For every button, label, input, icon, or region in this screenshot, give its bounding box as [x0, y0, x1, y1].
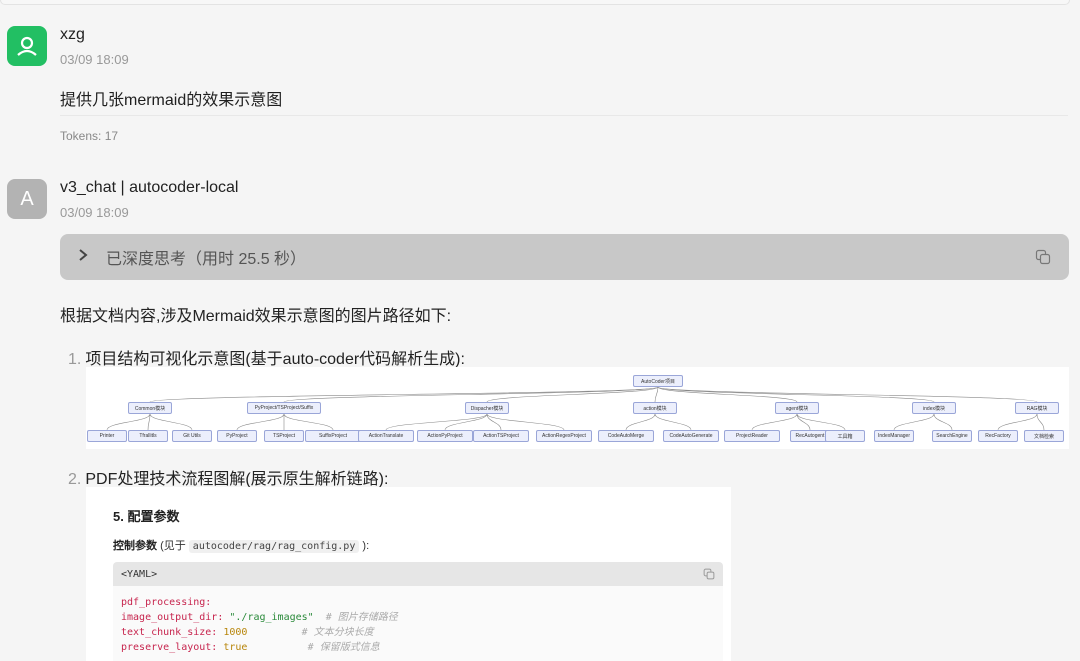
config-sub-close: ): [362, 540, 370, 552]
config-path: autocoder/rag/rag_config.py [188, 540, 360, 553]
list-item-2: 2.PDF处理技术流程图解(展示原生解析链路): [68, 465, 388, 489]
diagram-edge [149, 386, 659, 403]
diagram-connectors [106, 386, 1045, 431]
diagram-node: CodeAutoGenerate [663, 430, 719, 442]
diagram-node: RecAutogent [790, 430, 830, 442]
diagram-node: ActionRegexProject [536, 430, 592, 442]
answer-intro: 根据文档内容,涉及Mermaid效果示意图的图片路径如下: [60, 308, 452, 325]
list-item-text: PDF处理技术流程图解(展示原生解析链路): [85, 471, 389, 488]
config-title: 5. 配置参数 [113, 509, 180, 524]
list-number: 1. [68, 351, 82, 368]
diagram-edge [149, 413, 193, 431]
list-item-1: 1.项目结构可视化示意图(基于auto-coder代码解析生成): [68, 345, 465, 369]
diagram-node: action模块 [633, 402, 677, 414]
diagram-node: Printer [87, 430, 127, 442]
diagram-node: TSProject [264, 430, 304, 442]
diagram-edge [893, 413, 935, 431]
diagram-node: ActionTranslate [358, 430, 414, 442]
diagram-edge [654, 386, 659, 403]
user-message-text: 提供几张mermaid的效果示意图 [60, 92, 283, 109]
yaml-code-block: pdf_processing: image_output_dir: "./rag… [113, 586, 723, 661]
diagram-node: Common模块 [128, 402, 172, 414]
diagram-node: 工具箱 [825, 430, 865, 442]
diagram-edge [486, 413, 502, 431]
diagram-node: agent模块 [775, 402, 819, 414]
diagram-node: 文档检索 [1024, 430, 1064, 442]
previous-message-edge [0, 0, 1070, 5]
person-icon [17, 36, 37, 56]
yaml-label: <YAML> [121, 568, 158, 580]
diagram-node: index模块 [912, 402, 956, 414]
copy-icon [703, 568, 715, 583]
chevron-right-icon[interactable] [78, 248, 102, 267]
assistant-message-time: 03/09 18:09 [60, 205, 129, 220]
diagram-edge [796, 413, 846, 431]
diagram-edge [997, 413, 1038, 431]
yaml-line: text_chunk_size: 1000 # 文本分块长度 [121, 627, 374, 638]
config-subtitle: 控制参数 (见于 autocoder/rag/rag_config.py ): [113, 537, 369, 553]
diagram-node: ProjectReader [724, 430, 780, 442]
user-avatar [7, 26, 47, 66]
list-item-text: 项目结构可视化示意图(基于auto-coder代码解析生成): [85, 351, 465, 368]
diagram-node: Dispacher模块 [465, 402, 509, 414]
diagram-node: IndexManager [874, 430, 914, 442]
diagram-edge [106, 413, 151, 431]
config-sub-label: 控制参数 [113, 540, 157, 552]
diagram-node: AutoCoder项目 [633, 375, 683, 387]
pdf-config-screenshot-image: 5. 配置参数 控制参数 (见于 autocoder/rag/rag_confi… [86, 487, 731, 661]
assistant-name: v3_chat | autocoder-local [60, 179, 239, 196]
diagram-edge [1036, 413, 1045, 431]
diagram-node: Git Utils [172, 430, 212, 442]
yaml-line: image_output_dir: "./rag_images" # 图片存储路… [121, 612, 398, 623]
diagram-node: CodeAutoMerge [598, 430, 654, 442]
diagram-node: ActionTSProject [473, 430, 529, 442]
diagram-edge [486, 413, 565, 431]
message-divider [60, 115, 1068, 116]
thinking-label: 已深度思考（用时 25.5 秒） [106, 251, 307, 268]
diagram-edge [147, 413, 151, 431]
diagram-node: SearchEngine [932, 430, 972, 442]
config-sub-paren: (见于 [160, 540, 186, 552]
diagram-edge [486, 386, 659, 403]
yaml-header: <YAML> [113, 562, 723, 586]
diagram-edge [444, 413, 488, 431]
token-count: Tokens: 17 [60, 129, 119, 143]
diagram-edge [283, 413, 334, 431]
diagram-edge [654, 413, 692, 431]
diagram-edge [625, 413, 656, 431]
user-message-time: 03/09 18:09 [60, 52, 129, 67]
diagram-node: RecFactory [978, 430, 1018, 442]
diagram-edge [933, 413, 953, 431]
diagram-node: ActionPyProject [417, 430, 473, 442]
diagram-edge [283, 386, 659, 403]
list-number: 2. [68, 471, 82, 488]
thinking-toggle-bar[interactable]: 已深度思考（用时 25.5 秒） [60, 234, 1069, 280]
diagram-node: PyProject/TSProject/Suffix [247, 402, 321, 414]
diagram-edge [385, 413, 488, 431]
diagram-node: SuffixProject [305, 430, 361, 442]
diagram-node: RAG模块 [1015, 402, 1059, 414]
copy-icon[interactable] [1035, 249, 1051, 265]
project-structure-diagram-image: AutoCoder项目 Common模块 PyProject/TSProject/S… [86, 367, 1069, 449]
diagram-node: PyProject [217, 430, 257, 442]
diagram-edge [657, 386, 935, 403]
yaml-line: pdf_processing: [121, 597, 212, 608]
diagram-edge [657, 386, 1038, 403]
user-name: xzg [60, 26, 85, 43]
diagram-edge [657, 386, 798, 403]
yaml-line: preserve_layout: true # 保留版式信息 [121, 642, 380, 653]
diagram-edge [796, 413, 811, 431]
diagram-edge [236, 413, 285, 431]
diagram-node: Tfrallitls [128, 430, 168, 442]
diagram-edge [751, 413, 798, 431]
assistant-avatar: A [7, 179, 47, 219]
